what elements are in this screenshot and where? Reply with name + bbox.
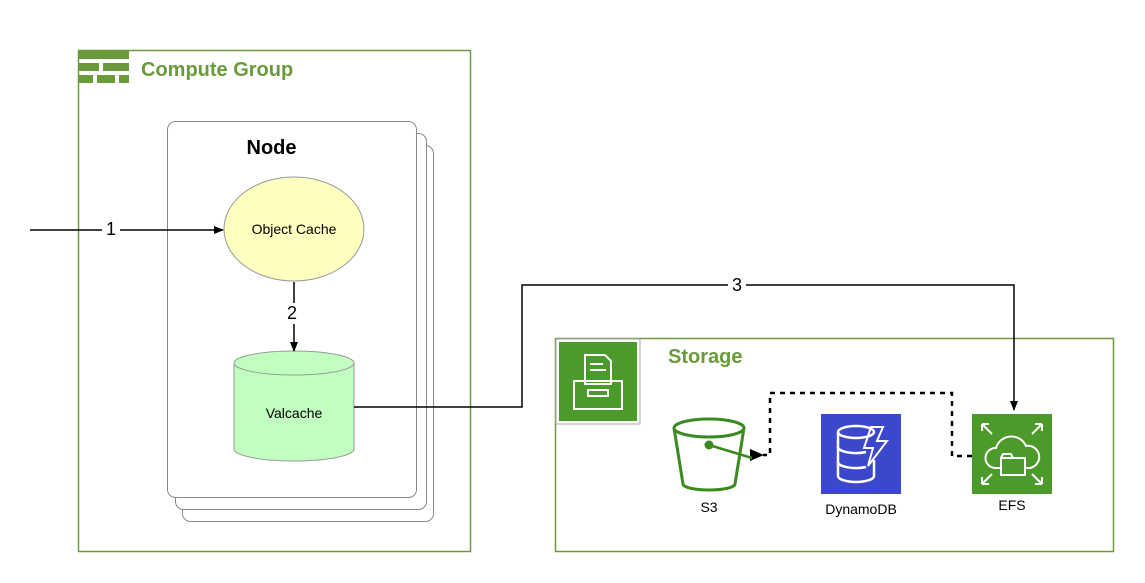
- node-title: Node: [246, 137, 297, 159]
- valcache-label: Valcache: [265, 405, 323, 421]
- valcache-cylinder: [233, 350, 355, 462]
- storage-container: [554, 337, 1115, 553]
- step-1-label: 1: [102, 219, 121, 240]
- storage-label: Storage: [668, 346, 743, 368]
- storage-icon: [555, 338, 641, 425]
- object-cache-ellipse: [223, 176, 365, 282]
- s3-label: S3: [700, 499, 718, 515]
- compute-group-icon: [79, 51, 129, 83]
- object-cache-label: Object Cache: [251, 221, 337, 237]
- s3-bucket-icon: [672, 417, 753, 492]
- compute-group-container: [77, 49, 472, 553]
- efs-label: EFS: [998, 497, 1026, 513]
- efs-to-s3-dotted-line: [750, 391, 972, 461]
- compute-group-label: Compute Group: [141, 59, 294, 81]
- step-3-label: 3: [728, 275, 747, 296]
- dynamodb-label: DynamoDB: [825, 501, 897, 517]
- efs-icon: [972, 414, 1052, 494]
- dynamodb-icon: [821, 414, 901, 494]
- step-2-label: 2: [283, 303, 302, 324]
- arrow-3-line: [354, 284, 1018, 411]
